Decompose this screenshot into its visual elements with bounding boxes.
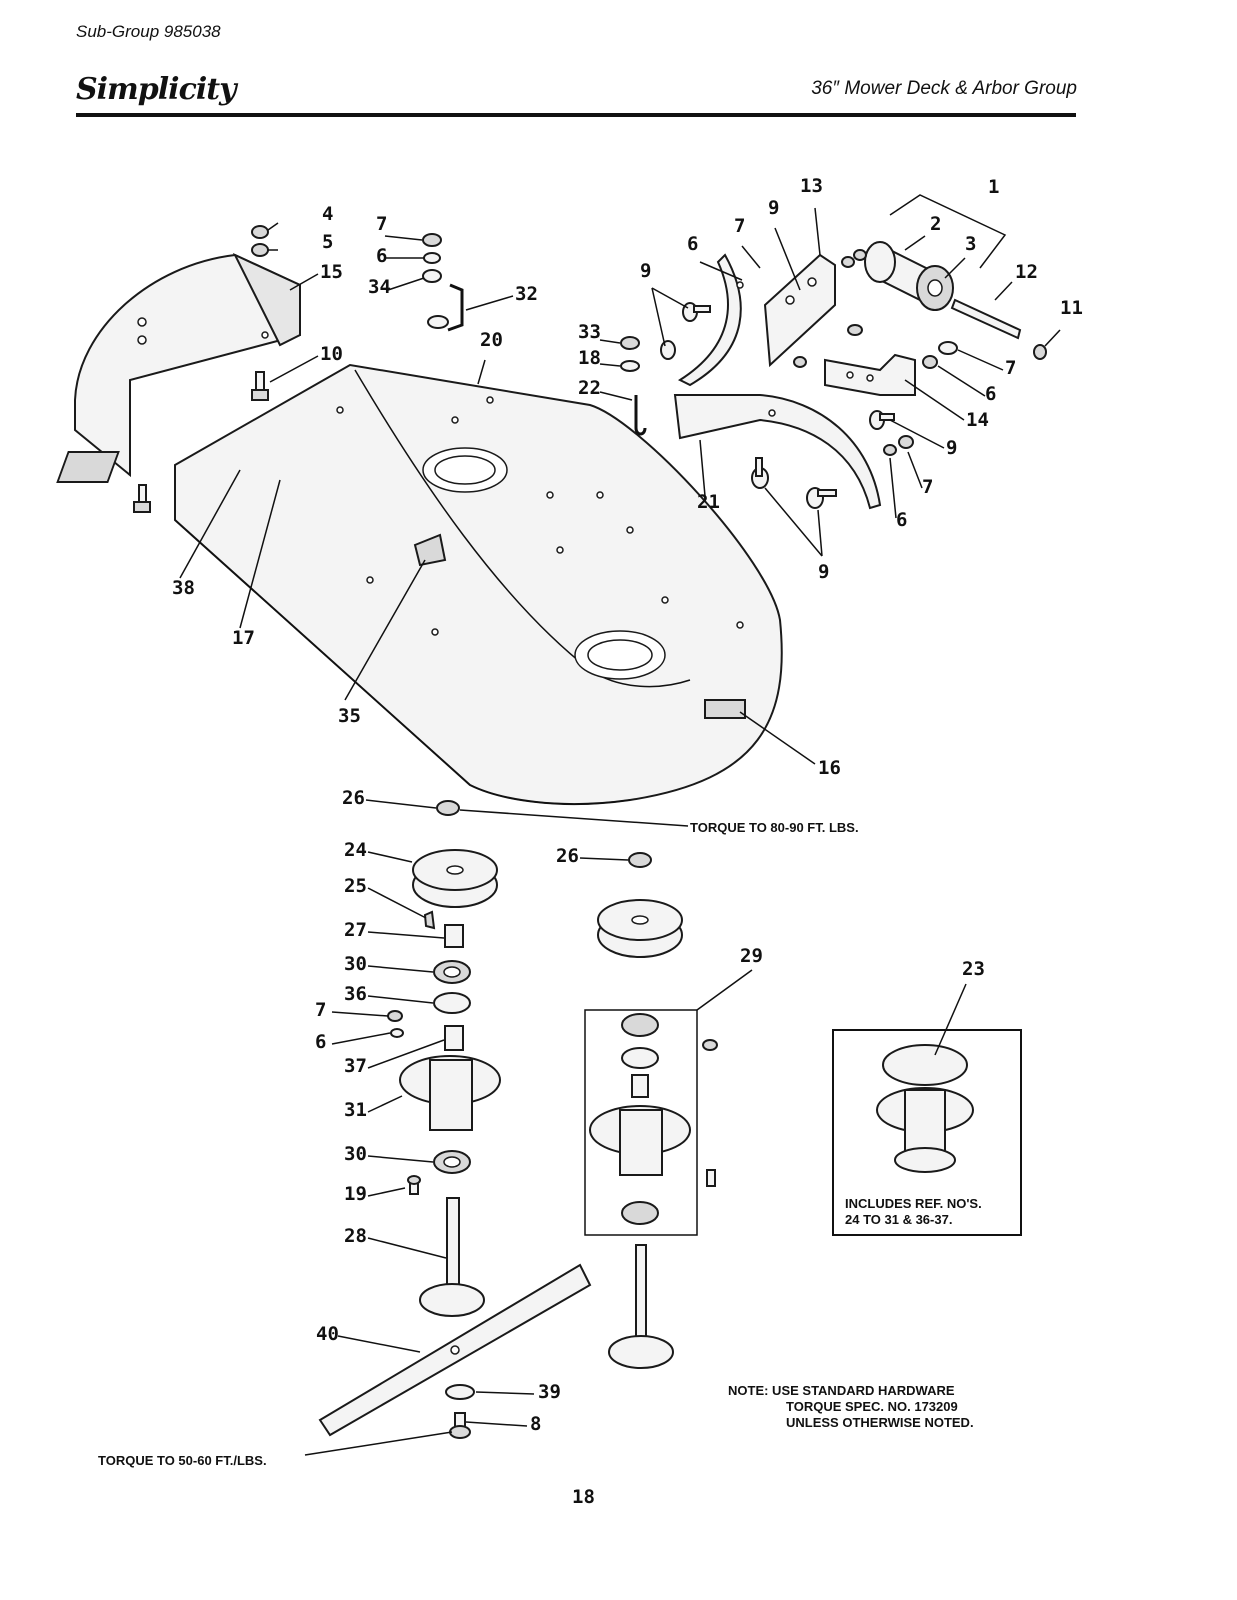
callout-31: 31: [344, 1099, 367, 1121]
callout-18: 18: [578, 347, 601, 369]
callout-13: 13: [800, 175, 823, 197]
callout-36: 36: [344, 983, 367, 1005]
nut-part: [251, 225, 269, 401]
j-bolt-part: [620, 336, 647, 436]
callout-1: 1: [988, 176, 999, 198]
callout-4: 4: [322, 203, 333, 225]
callout-33: 33: [578, 321, 601, 343]
brand-logo: Simplicity: [76, 72, 237, 107]
callout-38: 38: [172, 577, 195, 599]
callout-9: 9: [818, 561, 829, 583]
callout-24: 24: [344, 839, 367, 861]
callout-30: 30: [344, 1143, 367, 1165]
callout-15: 15: [320, 261, 343, 283]
callout-28: 28: [344, 1225, 367, 1247]
includes-note-line1: INCLUDES REF. NO'S.: [845, 1196, 982, 1211]
callout-9: 9: [640, 260, 651, 282]
callout-7: 7: [734, 215, 745, 237]
callout-35: 35: [338, 705, 361, 727]
callout-6: 6: [687, 233, 698, 255]
anti-scalp-roller-part: [864, 194, 1007, 311]
torque-note-lower: TORQUE TO 50-60 FT./LBS.: [98, 1453, 267, 1468]
callout-9: 9: [768, 197, 779, 219]
header-rule: [76, 113, 1076, 117]
callout-9: 9: [946, 437, 957, 459]
deck-bracket-part: [824, 341, 958, 396]
callout-3: 3: [965, 233, 976, 255]
callout-32: 32: [515, 283, 538, 305]
callout-37: 37: [344, 1055, 367, 1077]
callout-11: 11: [1060, 297, 1083, 319]
subgroup-label: Sub-Group 985038: [76, 22, 221, 41]
callout-6: 6: [896, 509, 907, 531]
callout-2: 2: [930, 213, 941, 235]
spindle-nut-part: [436, 800, 652, 868]
roller-bracket-part: [763, 249, 867, 368]
section-title: 36″ Mower Deck & Arbor Group: [811, 78, 1077, 99]
standard-hardware-note-line3: UNLESS OTHERWISE NOTED.: [786, 1415, 974, 1430]
callout-6: 6: [315, 1031, 326, 1053]
includes-note-line2: 24 TO 31 & 36-37.: [845, 1212, 952, 1227]
callout-21: 21: [697, 491, 720, 513]
left-spindle-assembly-part: [387, 849, 501, 1317]
callout-12: 12: [1015, 261, 1038, 283]
blade-bolt-part: [445, 1384, 475, 1439]
callout-5: 5: [322, 231, 333, 253]
callout-20: 20: [480, 329, 503, 351]
spindle-assembly-inset: [832, 1029, 1022, 1236]
torque-note-upper: TORQUE TO 80-90 FT. LBS.: [690, 820, 859, 835]
callout-25: 25: [344, 875, 367, 897]
callout-7: 7: [1005, 357, 1016, 379]
callout-26: 26: [556, 845, 579, 867]
callout-19: 19: [344, 1183, 367, 1205]
mower-blade-part: [318, 1263, 592, 1437]
hardware-stack-part: [422, 233, 464, 332]
callout-16: 16: [818, 757, 841, 779]
bolt-part: [133, 484, 151, 513]
mower-deck-part: [56, 363, 783, 805]
roller-axle-part: [950, 298, 1047, 360]
callout-8: 8: [530, 1413, 541, 1435]
callout-7: 7: [315, 999, 326, 1021]
belt-cover-part: [74, 252, 301, 478]
callout-6: 6: [985, 383, 996, 405]
callout-7: 7: [922, 476, 933, 498]
callout-29: 29: [740, 945, 763, 967]
callout-17: 17: [232, 627, 255, 649]
callout-10: 10: [320, 343, 343, 365]
callout-14: 14: [966, 409, 989, 431]
callout-39: 39: [538, 1381, 561, 1403]
callout-23: 23: [962, 958, 985, 980]
right-spindle-assembly-part: [584, 899, 718, 1369]
callout-27: 27: [344, 919, 367, 941]
standard-hardware-note-line2: TORQUE SPEC. NO. 173209: [786, 1399, 958, 1414]
callout-26: 26: [342, 787, 365, 809]
callout-7: 7: [376, 213, 387, 235]
standard-hardware-note-line1: NOTE: USE STANDARD HARDWARE: [728, 1383, 955, 1398]
callout-34: 34: [368, 276, 391, 298]
leader-lines: [179, 207, 1061, 1456]
carriage-bolt-part: [660, 302, 914, 509]
callout-40: 40: [316, 1323, 339, 1345]
page-number: 18: [572, 1486, 595, 1508]
callout-22: 22: [578, 377, 601, 399]
strap-part: [673, 253, 882, 510]
callout-6: 6: [376, 245, 387, 267]
callout-30: 30: [344, 953, 367, 975]
